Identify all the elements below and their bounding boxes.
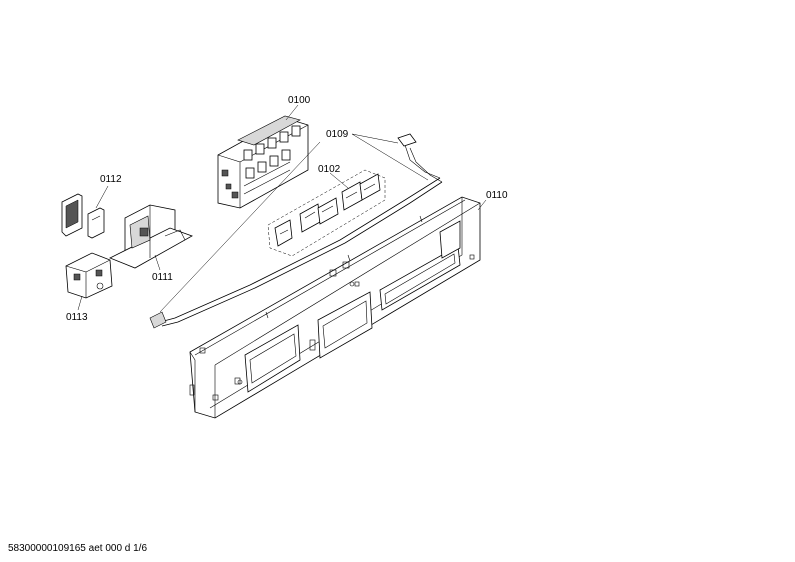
label-0111: 0111 (152, 272, 173, 283)
cover-part-0112 (61, 185, 109, 239)
connector-set-part-0102 (267, 169, 386, 257)
wiring-harness-part-0109 (149, 133, 443, 329)
label-0109: 0109 (326, 129, 349, 140)
document-reference-footer: 58300000109165 aet 000 d 1/6 (8, 543, 148, 554)
label-0102: 0102 (318, 164, 341, 175)
label-0113: 0113 (66, 312, 88, 323)
label-0100: 0100 (288, 95, 311, 106)
plate-part-0113 (65, 252, 113, 311)
control-panel-frame-part-0110 (189, 196, 481, 419)
electronic-module-part-0100 (217, 104, 309, 209)
bracket-part-0111 (109, 204, 193, 271)
label-0112: 0112 (100, 174, 122, 185)
label-0110: 0110 (486, 190, 508, 201)
